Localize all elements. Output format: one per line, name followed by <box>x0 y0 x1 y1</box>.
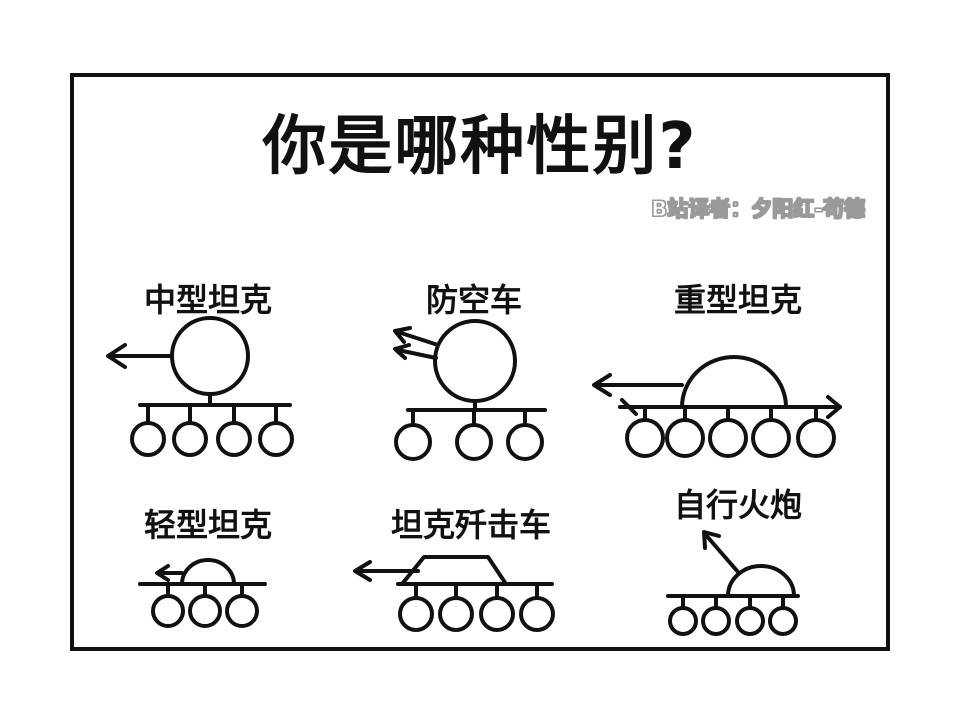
label-light-tank: 轻型坦克 <box>143 506 273 544</box>
artillery-icon <box>668 532 798 634</box>
light-tank-icon <box>140 560 265 626</box>
label-artillery: 自行火炮 <box>673 486 803 524</box>
label-medium-tank: 中型坦克 <box>143 281 273 319</box>
heavy-tank-icon <box>594 357 840 456</box>
translator-credit: B站译者：夕阳红-苟德 <box>651 197 866 222</box>
medium-tank-icon <box>108 318 292 455</box>
anti-air-vehicle-icon <box>395 321 545 459</box>
page-title: 你是哪种性别? <box>262 110 698 184</box>
label-heavy-tank: 重型坦克 <box>673 281 803 319</box>
label-tank-destroyer: 坦克歼击车 <box>390 506 552 544</box>
comic-frame <box>70 73 890 651</box>
label-anti-air: 防空车 <box>425 281 523 319</box>
tank-destroyer-icon <box>355 557 553 630</box>
